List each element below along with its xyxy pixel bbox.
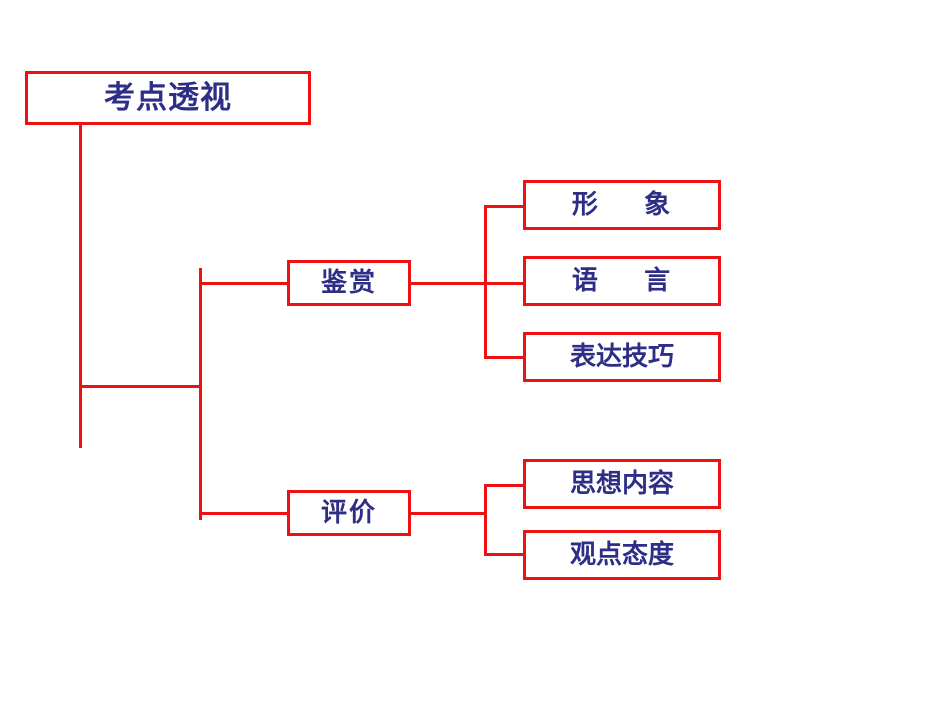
connector-trunk-to-level2 [79, 385, 202, 388]
node-leaf-sixiangneirong[interactable]: 思想内容 [523, 459, 721, 509]
node-leaf-guandiantaidu[interactable]: 观点态度 [523, 530, 721, 580]
node-branch-pingjia[interactable]: 评价 [287, 490, 411, 536]
node-leaf-xingxiang[interactable]: 形 象 [523, 180, 721, 230]
connector-stub-sixiangneirong [484, 484, 526, 487]
connector-stub-xingxiang [484, 205, 526, 208]
connector-pingjia-spine [484, 484, 487, 555]
connector-stub-yuyan [484, 282, 526, 285]
connector-stub-jianshang [199, 282, 290, 285]
connector-stub-pingjia [199, 512, 290, 515]
connector-jianshang-arm [408, 282, 526, 285]
connector-root-trunk [79, 124, 82, 448]
connector-stub-biaodajiqiao [484, 356, 526, 359]
connector-level2-spine [199, 268, 202, 520]
node-leaf-biaodajiqiao[interactable]: 表达技巧 [523, 332, 721, 382]
node-root-kaodiantoushi[interactable]: 考点透视 [25, 71, 311, 125]
node-leaf-yuyan[interactable]: 语 言 [523, 256, 721, 306]
node-branch-jianshang[interactable]: 鉴赏 [287, 260, 411, 306]
connector-pingjia-arm [408, 512, 487, 515]
connector-stub-guandiantaidu [484, 553, 526, 556]
